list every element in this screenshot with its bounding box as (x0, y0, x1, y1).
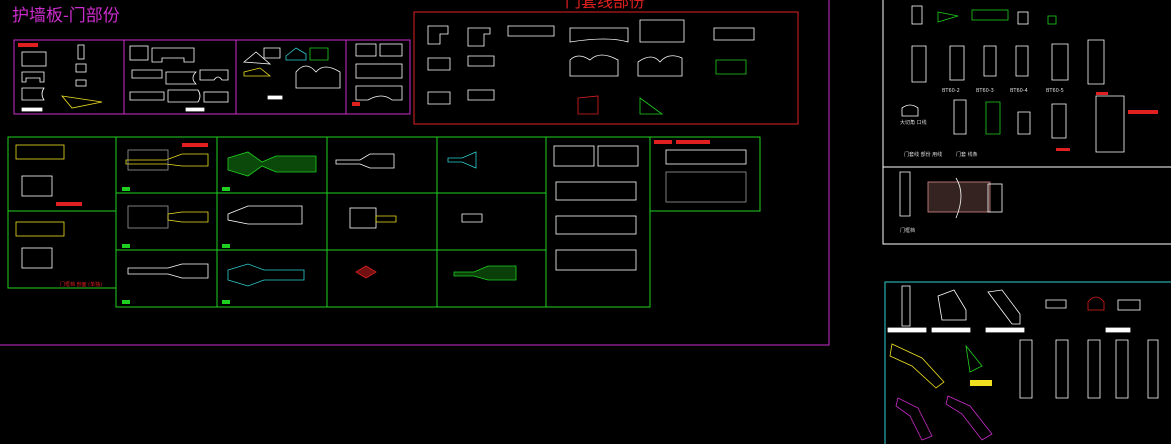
right-lower-profiles (887, 285, 1159, 441)
door-trim-frame (413, 11, 799, 125)
green-grid-details (15, 140, 747, 304)
caption-bt60-5: BT60-5 (1046, 88, 1064, 94)
caption-bt60-4: BT60-4 (1010, 88, 1028, 94)
cyan-right-frame (884, 281, 1171, 444)
magenta-subpanel-dividers (123, 40, 347, 114)
caption-corner-line: 大切角 口线 (900, 119, 927, 126)
white-right-frame (882, 0, 1171, 245)
caption-door-trim-line: 门套 线条 (956, 151, 978, 158)
door-trim-profiles (427, 19, 755, 115)
green-detail-grid (7, 136, 761, 308)
right-upper-profiles (901, 5, 1158, 153)
wall-panel-door-title: 护墙板-门部份 (12, 6, 120, 26)
door-trim-title: 门套线部份 (565, 0, 646, 11)
caption-bt60-2: BT60-2 (942, 88, 960, 94)
lower-left-caption: 门框档 剖面 (单独) (60, 281, 102, 288)
caption-door-frame: 门框档 (900, 227, 915, 234)
wall-panel-profiles (18, 43, 403, 112)
right-middle-profiles (899, 171, 1003, 219)
caption-door-trim-section: 门套线 部份 用线 (904, 151, 942, 158)
caption-bt60-3: BT60-3 (976, 88, 994, 94)
magenta-outer-frame (0, 0, 830, 346)
magenta-subpanel-frame (13, 39, 411, 115)
right-upper-captions: BT60-2 BT60-3 BT60-4 BT60-5 大切角 口线 门套 线条… (900, 88, 1064, 158)
